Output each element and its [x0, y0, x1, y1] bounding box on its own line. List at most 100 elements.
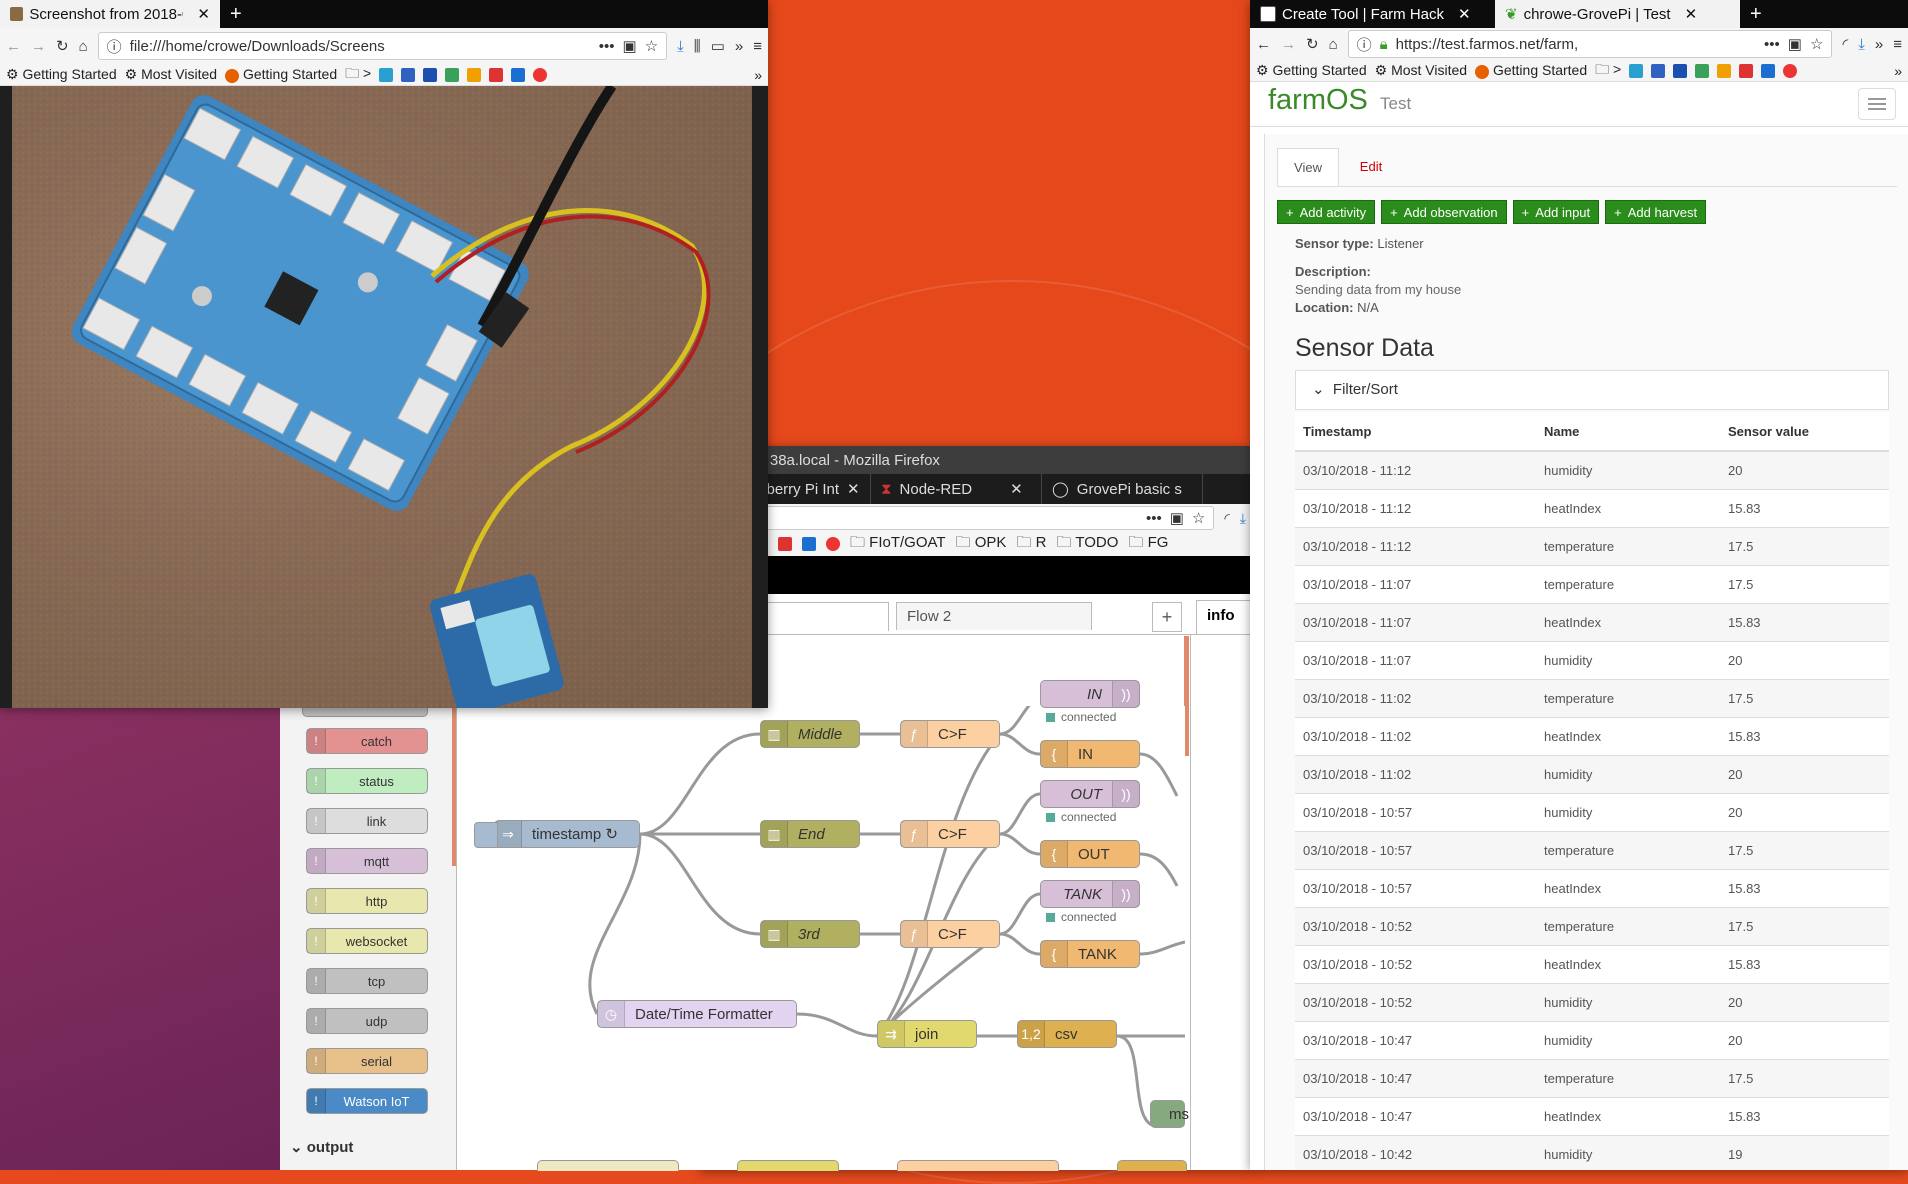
tab-view[interactable]: View: [1277, 148, 1339, 187]
more-icon[interactable]: •••: [1764, 35, 1780, 53]
url-bar[interactable]: •••▣☆: [706, 506, 1215, 530]
palette-node[interactable]: !mqtt: [306, 848, 428, 874]
overflow-icon[interactable]: »: [734, 37, 744, 55]
flow-tab-2[interactable]: Flow 2: [896, 602, 1092, 630]
info-tab[interactable]: info: [1196, 600, 1252, 634]
tab-grovepi-test[interactable]: ❦ chrowe-GrovePi | Test ✕: [1495, 0, 1740, 28]
palette-section-output[interactable]: ⌄ output: [290, 1138, 353, 1156]
sidebar-divider[interactable]: [1190, 634, 1191, 1170]
rss-icon[interactable]: ◜: [1842, 36, 1849, 53]
bookmark-most-visited[interactable]: ⚙ Most Visited: [124, 66, 218, 82]
bookmark-icon[interactable]: [379, 67, 394, 82]
download-icon[interactable]: ⤓: [677, 37, 684, 55]
bookmark-getting-started[interactable]: ⚙ Getting Started: [1256, 62, 1367, 78]
forward-icon[interactable]: →: [31, 37, 46, 55]
hamburger-menu-button[interactable]: [1858, 88, 1896, 120]
palette-node[interactable]: !catch: [306, 728, 428, 754]
tab-edit[interactable]: Edit: [1359, 159, 1383, 174]
dsm-icon[interactable]: [1761, 63, 1776, 78]
close-icon[interactable]: ✕: [1684, 6, 1698, 23]
folder-icon[interactable]: 🗀 >: [1595, 60, 1622, 77]
home-icon[interactable]: ⌂: [78, 37, 88, 55]
pocket-icon[interactable]: ▣: [1787, 36, 1802, 53]
function-node-end[interactable]: ▥End: [760, 820, 860, 848]
dsm-icon[interactable]: [511, 67, 526, 82]
add-activity-button[interactable]: +Add activity: [1277, 200, 1376, 224]
plus-icon[interactable]: [1739, 63, 1754, 78]
workspace-scrollbar[interactable]: [1184, 636, 1189, 756]
palette-node[interactable]: !websocket: [306, 928, 428, 954]
tab-grovepi[interactable]: ◯GrovePi basic s: [1042, 474, 1203, 504]
column-header-name[interactable]: Name: [1536, 412, 1720, 452]
inject-button[interactable]: [474, 822, 498, 848]
template-node-out[interactable]: {OUT: [1040, 840, 1140, 868]
download-icon[interactable]: ⤓: [1239, 509, 1246, 526]
flame-icon[interactable]: [826, 537, 840, 551]
join-node[interactable]: ⇉join: [877, 1020, 977, 1048]
new-tab-icon[interactable]: +: [230, 2, 242, 25]
bookmark-folder-fiot[interactable]: 🗀 FIoT/GOAT: [850, 533, 946, 551]
mqtt-node-out[interactable]: OUT)): [1040, 780, 1140, 808]
back-icon[interactable]: ←: [1256, 35, 1271, 53]
add-flow-button[interactable]: +: [1152, 602, 1182, 632]
mail-icon[interactable]: [1651, 63, 1666, 78]
home-icon[interactable]: ⌂: [1328, 35, 1338, 53]
library-icon[interactable]: ⫼: [693, 37, 701, 55]
overflow-icon[interactable]: »: [1874, 35, 1884, 53]
url-bar[interactable]: ⓘ 🔒︎ https://test.farmos.net/farm, ••• ▣…: [1347, 30, 1833, 58]
site-name[interactable]: Test: [1380, 94, 1412, 113]
flame-icon[interactable]: [533, 67, 548, 82]
dsm-icon[interactable]: [802, 537, 816, 551]
ms-node[interactable]: ms: [1150, 1100, 1189, 1128]
h-icon[interactable]: [467, 67, 482, 82]
column-header-timestamp[interactable]: Timestamp: [1295, 412, 1536, 452]
url-bar[interactable]: ⓘ file:///home/crowe/Downloads/Screens •…: [97, 32, 668, 60]
mqtt-node-in[interactable]: IN)): [1040, 680, 1140, 708]
bookmark-folder-todo[interactable]: 🗀 TODO: [1056, 533, 1119, 551]
close-icon[interactable]: ✕: [847, 481, 860, 498]
calendar-icon[interactable]: [423, 67, 438, 82]
plus-icon[interactable]: [489, 67, 504, 82]
h-icon[interactable]: [1717, 63, 1732, 78]
add-harvest-button[interactable]: +Add harvest: [1605, 200, 1707, 224]
close-icon[interactable]: ✕: [1458, 6, 1471, 23]
menu-icon[interactable]: ≡: [753, 37, 762, 55]
template-node-tank[interactable]: {TANK: [1040, 940, 1140, 968]
palette-node[interactable]: !Watson IoT: [306, 1088, 428, 1114]
reload-icon[interactable]: ↻: [56, 38, 69, 55]
bookmark-folder-r[interactable]: 🗀 R: [1016, 533, 1047, 551]
bookmark-icon[interactable]: [1629, 63, 1644, 78]
download-icon[interactable]: ⤓: [1858, 35, 1865, 53]
flame-icon[interactable]: [1783, 63, 1798, 78]
drive-icon[interactable]: [1695, 63, 1710, 78]
datetime-formatter-node[interactable]: ◷Date/Time Formatter: [597, 1000, 797, 1028]
tab-screenshot[interactable]: Screenshot from 2018-0 ✕: [0, 0, 220, 28]
pocket-icon[interactable]: ▣: [622, 38, 637, 55]
forward-icon[interactable]: →: [1281, 35, 1296, 53]
bookmark-most-visited[interactable]: ⚙ Most Visited: [1374, 62, 1468, 78]
sidebar-icon[interactable]: ▭: [710, 38, 725, 55]
bookmark-getting-started[interactable]: ⚙ Getting Started: [6, 66, 117, 82]
palette-node[interactable]: !status: [306, 768, 428, 794]
palette-node[interactable]: !link: [306, 808, 428, 834]
star-icon[interactable]: ☆: [1809, 36, 1824, 53]
function-node-middle[interactable]: ▥Middle: [760, 720, 860, 748]
palette-node[interactable]: !serial: [306, 1048, 428, 1074]
inject-node-timestamp[interactable]: ⇒timestamp ↻: [494, 820, 640, 848]
filter-sort-toggle[interactable]: ⌄ Filter/Sort: [1295, 370, 1889, 410]
plus-icon[interactable]: [778, 537, 792, 551]
folder-icon[interactable]: 🗀 >: [345, 64, 372, 81]
close-icon[interactable]: ✕: [1010, 481, 1023, 498]
bookmark-getting-started-2[interactable]: Getting Started: [1475, 62, 1587, 79]
star-icon[interactable]: ☆: [1191, 510, 1206, 527]
palette-node[interactable]: !http: [306, 888, 428, 914]
palette-node[interactable]: !udp: [306, 1008, 428, 1034]
bookmark-folder-fg[interactable]: 🗀 FG: [1128, 533, 1169, 551]
pocket-icon[interactable]: ▣: [1169, 510, 1184, 527]
farmos-logo[interactable]: farmOS: [1268, 84, 1368, 116]
column-header-sensor-value[interactable]: Sensor value: [1720, 412, 1889, 452]
add-observation-button[interactable]: +Add observation: [1381, 200, 1507, 224]
